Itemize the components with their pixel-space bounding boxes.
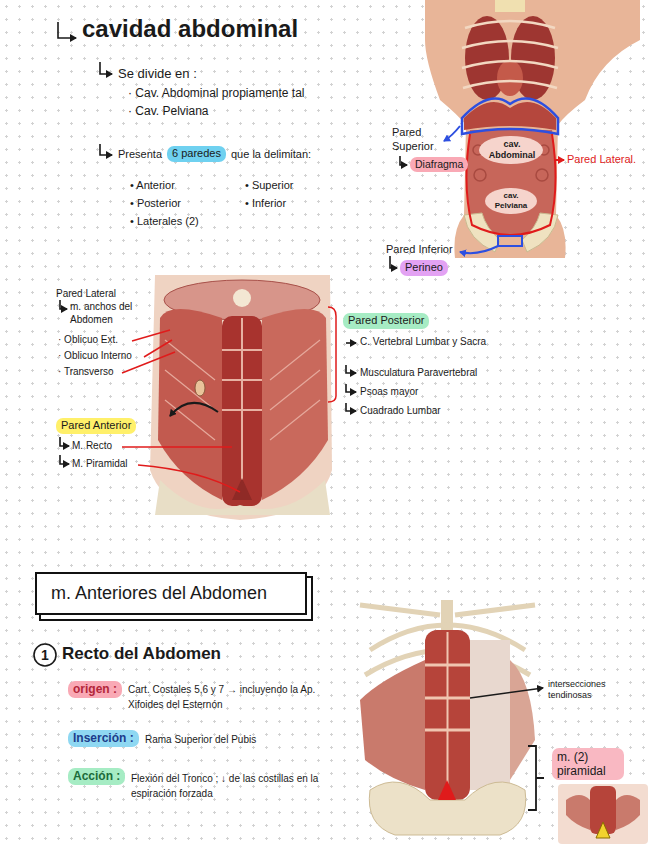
torso-illustration: [425, 0, 640, 258]
note-label: · Oblicuo Interno: [58, 350, 132, 363]
note-label: Flexión del Tronco ; ↓ de las costillas …: [131, 771, 336, 801]
tag-text: Diafragma: [415, 158, 463, 171]
highlight-tag: Pared Posterior: [343, 313, 429, 329]
note-label: cav. Pelviana: [490, 191, 532, 210]
note-label: Presenta: [118, 148, 162, 162]
tag-text: Inserción :: [73, 731, 134, 746]
tag-text: 6 paredes: [172, 147, 221, 161]
tag-text: Perineo: [405, 261, 443, 275]
note-label: Se divide en :: [118, 66, 197, 82]
note-label: Cuadrado Lumbar: [360, 405, 441, 418]
note-label: M. Recto: [72, 440, 112, 453]
note-label: • Anterior: [130, 179, 175, 193]
note-label: C. Vertebral Lumbar y Sacra: [360, 336, 500, 349]
note-label: Pared Superior: [392, 126, 447, 154]
field-tag: Acción :: [68, 768, 125, 785]
abdominal-wall-illustration: [122, 275, 336, 520]
highlight-tag: Pared Anterior: [56, 418, 136, 434]
note-label: · Oblicuo Ext.: [58, 334, 118, 347]
field-tag: Inserción :: [68, 730, 139, 747]
note-label: • Inferior: [245, 197, 286, 211]
tag-text: Pared Anterior: [61, 419, 131, 433]
tag-text: origen :: [73, 682, 117, 697]
tag-text: Pared Posterior: [348, 314, 424, 328]
note-label: Pared Inferior: [386, 243, 453, 257]
note-label: · Cav. Pelviana: [128, 104, 208, 119]
note-label: intersecciones tendinosas: [548, 679, 630, 702]
note-label: • Laterales (2): [130, 215, 199, 229]
callout-number: 1: [35, 645, 55, 665]
note-label: cav. Abdominal: [486, 139, 538, 161]
highlight-tag: Perineo: [400, 260, 448, 276]
note-label: • Posterior: [130, 197, 181, 211]
page-title: cavidad abdominal: [82, 14, 298, 44]
note-label: Pared Lateral.: [567, 153, 636, 167]
note-label: M. Piramidal: [72, 458, 128, 471]
note-label: Psoas mayor: [360, 386, 418, 399]
highlight-tag: Diafragma: [410, 157, 468, 172]
tag-text: m. (2) piramidal: [557, 750, 619, 778]
section-box: m. Anteriores del Abdomen: [35, 572, 307, 615]
note-label: que la delimitan:: [231, 148, 311, 162]
note-label: Musculatura Paravertebral: [360, 367, 477, 380]
note-label: Rama Superior del Pubis: [145, 734, 256, 747]
highlight-tag: m. (2) piramidal: [552, 748, 624, 780]
note-label: Cart. Costales 5,6 y 7 → incluyendo la A…: [128, 682, 333, 712]
note-label: Recto del Abdomen: [62, 643, 221, 664]
note-label: · Transverso: [58, 366, 114, 379]
field-tag: origen :: [68, 681, 122, 698]
highlight-tag: 6 paredes: [167, 146, 226, 162]
note-label: Pared Lateral: [56, 288, 116, 301]
note-label: m. anchos del Abdomen: [70, 301, 144, 326]
note-label: · Cav. Abdominal propiamente tal: [128, 86, 305, 101]
anterior-muscles-illustration: [34, 600, 648, 844]
note-label: • Superior: [245, 179, 294, 193]
tag-text: Acción :: [73, 769, 120, 784]
tag-text: m. Anteriores del Abdomen: [51, 582, 291, 605]
